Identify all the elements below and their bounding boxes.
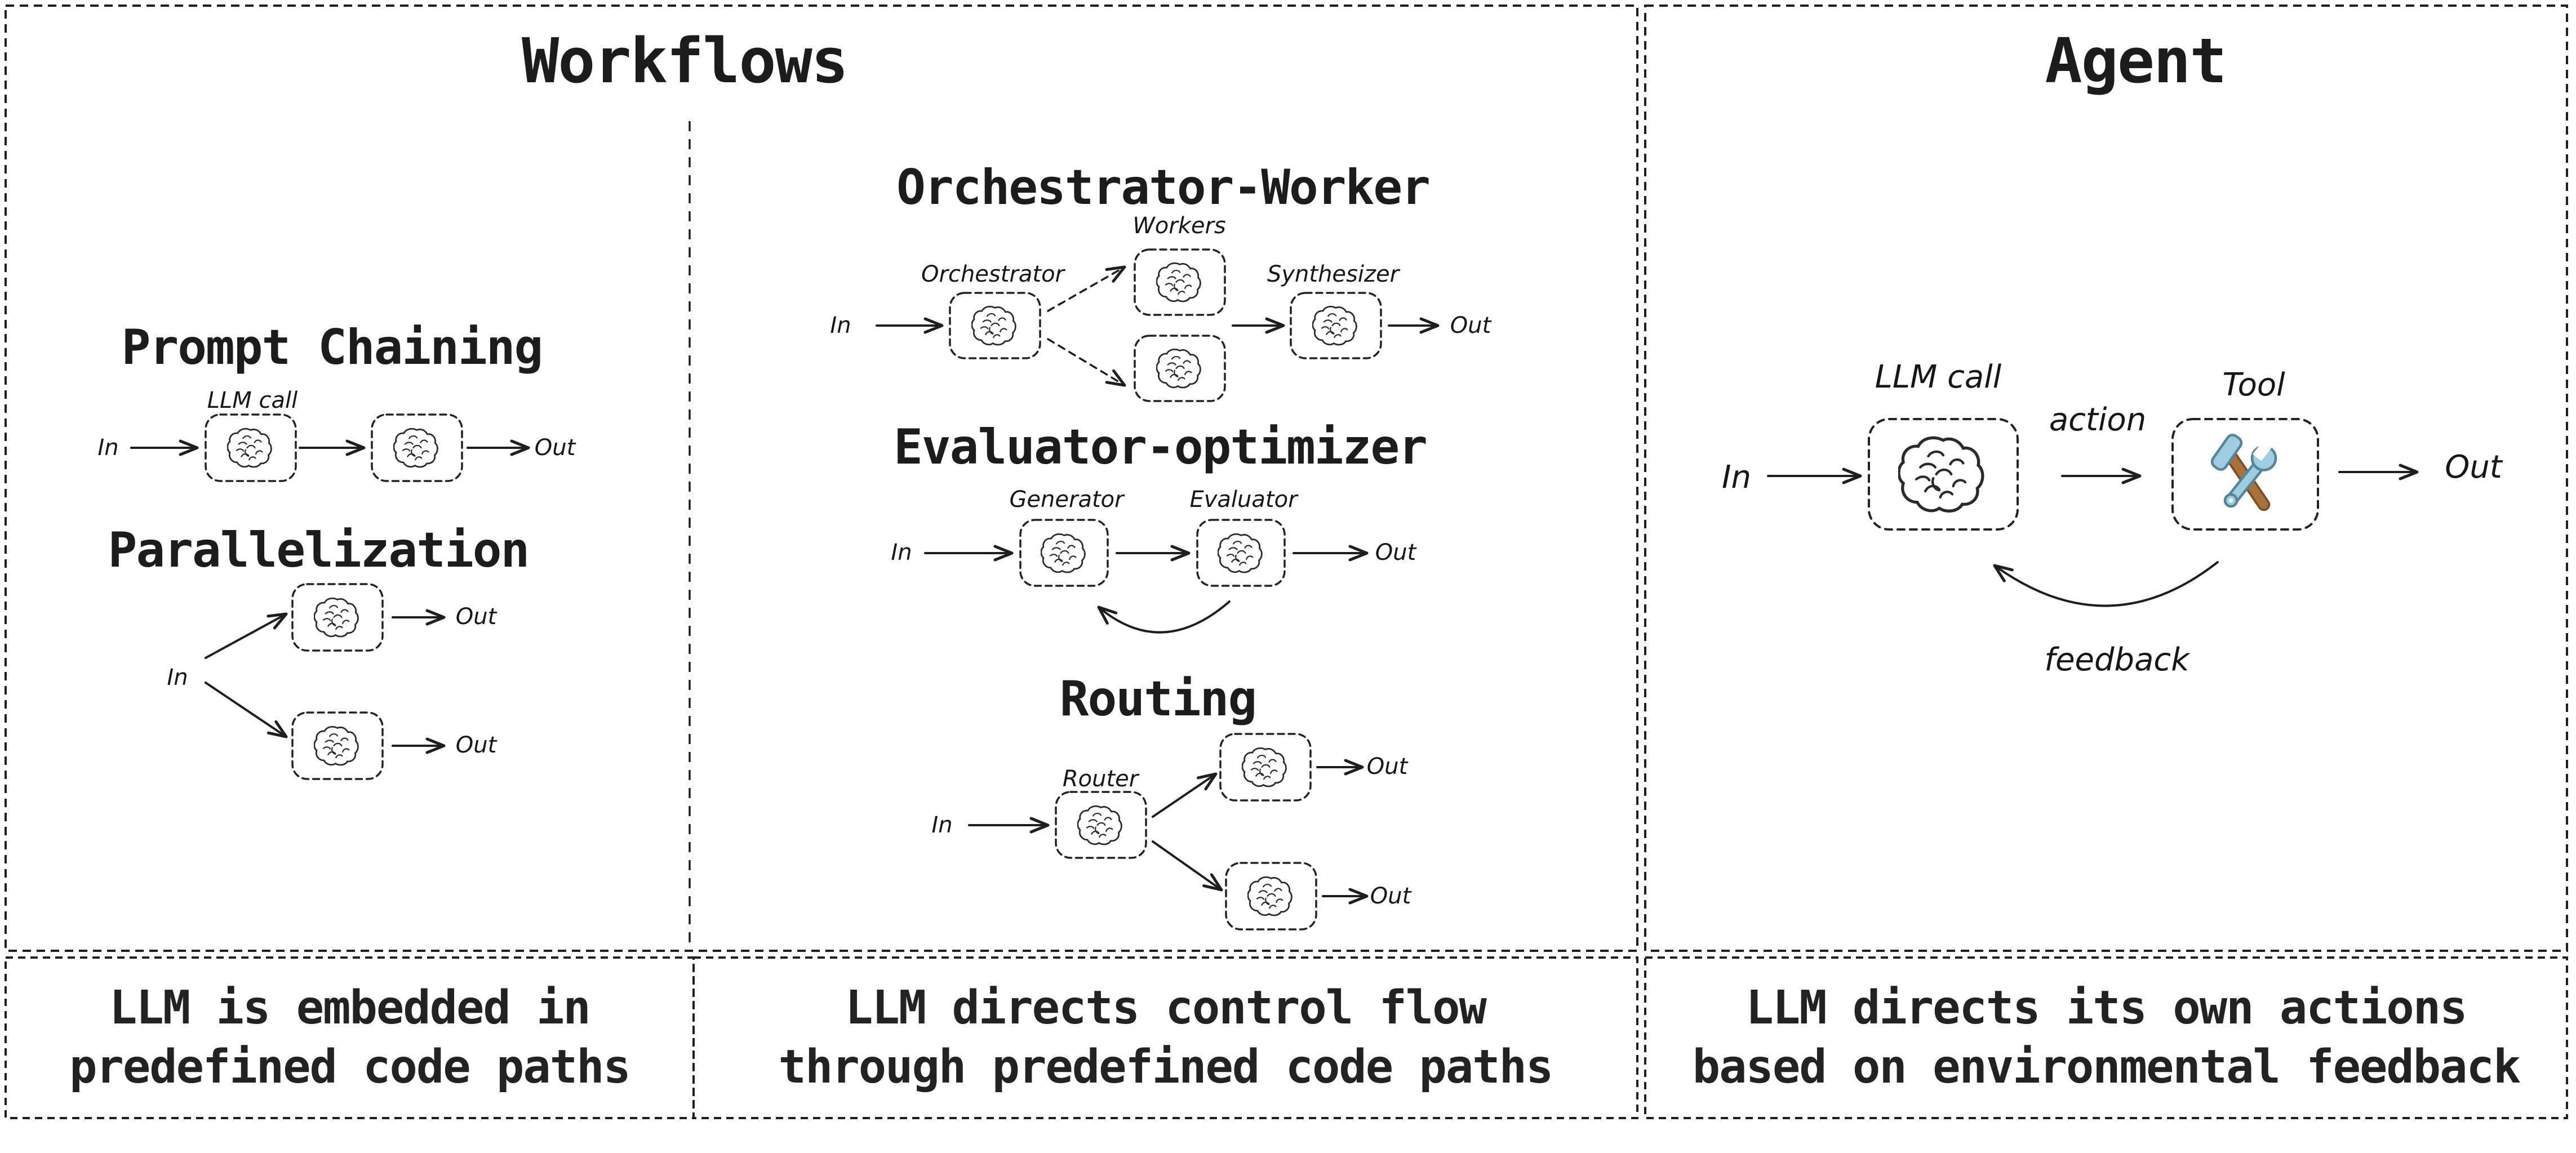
out-label: Out	[1450, 313, 1491, 339]
parallelization-heading: Parallelization	[108, 522, 530, 578]
caption-line: through predefined code paths	[778, 1040, 1554, 1094]
llm-box	[371, 413, 463, 482]
llm-box	[291, 583, 384, 652]
brain-icon	[1218, 533, 1263, 573]
arrow	[1152, 772, 1218, 818]
tool-box	[2171, 418, 2319, 531]
caption-line: LLM directs its own actions	[1746, 981, 2468, 1035]
arrow	[205, 682, 288, 738]
brain-icon	[1156, 262, 1201, 302]
workflows-panel-title: Workflows	[521, 25, 849, 97]
worker-box-top	[1134, 248, 1226, 316]
caption-box-right	[1644, 956, 2568, 1119]
prompt-chaining-diagram	[130, 413, 530, 482]
brain-icon	[227, 428, 272, 468]
brain-icon	[1041, 533, 1086, 573]
workflows-right-caption: LLM directs control flow through predefi…	[694, 958, 1637, 1118]
in-label: In	[931, 812, 953, 838]
caption-line: based on environmental feedback	[1692, 1040, 2521, 1094]
orchestrator-worker-diagram	[876, 248, 1440, 402]
llm-box	[291, 711, 384, 780]
orchestrator-worker-heading: Orchestrator-Worker	[896, 159, 1431, 216]
out-label: Out	[2445, 449, 2502, 486]
workflows-left-caption: LLM is embedded in predefined code paths	[6, 958, 694, 1118]
caption-box-left	[5, 956, 695, 1119]
evaluator-optimizer-diagram	[924, 519, 1369, 634]
agent-panel-border	[1644, 5, 2568, 952]
feedback-loop-arrow	[1993, 561, 2219, 607]
llm-call-label: LLM call	[1875, 359, 2002, 395]
llm-box-bottom	[1225, 862, 1317, 931]
agent-caption: LLM directs its own actions based on env…	[1645, 958, 2567, 1118]
in-label: In	[1721, 459, 1752, 496]
synthesizer-box	[1290, 292, 1382, 359]
orchestrator-box	[949, 292, 1041, 359]
tool-label: Tool	[2222, 367, 2285, 403]
synthesizer-label: Synthesizer	[1267, 261, 1400, 287]
in-label: In	[830, 313, 851, 339]
llm-box-top	[1219, 733, 1312, 802]
brain-icon	[314, 725, 359, 766]
out-label: Out	[534, 435, 576, 461]
caption-box-middle	[692, 956, 1638, 1119]
generator-label: Generator	[1009, 487, 1124, 513]
caption-line: LLM directs control flow	[845, 981, 1487, 1035]
prompt-chaining-heading: Prompt Chaining	[121, 319, 544, 376]
routing-heading: Routing	[1059, 671, 1257, 727]
brain-icon	[1156, 348, 1201, 389]
brain-icon	[1899, 438, 1983, 511]
hammer-wrench-icon	[2210, 433, 2276, 506]
brain-icon	[971, 305, 1016, 346]
out-label: Out	[1375, 540, 1416, 566]
generator-box	[1019, 519, 1109, 587]
brain-icon	[393, 428, 438, 468]
parallelization-diagram	[205, 583, 446, 780]
brain-icon	[1242, 747, 1287, 787]
agent-panel-title: Agent	[2045, 25, 2227, 97]
in-label: In	[891, 540, 912, 566]
llm-call-box	[1868, 418, 2019, 531]
worker-box-bottom	[1134, 335, 1226, 402]
brain-icon	[1077, 805, 1122, 845]
arrow	[1152, 840, 1223, 892]
router-box	[1055, 791, 1147, 859]
caption-line: predefined code paths	[69, 1040, 631, 1094]
orchestrator-label: Orchestrator	[921, 261, 1064, 287]
brain-icon	[1247, 876, 1293, 916]
brain-icon	[1312, 305, 1357, 346]
agent-diagram	[1767, 418, 2419, 607]
llm-call-label: LLM call	[207, 388, 298, 413]
out-label: Out	[455, 604, 497, 630]
in-label: In	[167, 665, 188, 691]
out-label: Out	[1370, 883, 1411, 909]
workers-label: Workers	[1132, 213, 1226, 239]
action-label: action	[2049, 402, 2147, 438]
evaluator-optimizer-heading: Evaluator-optimizer	[894, 419, 1428, 475]
llm-call-box	[205, 413, 297, 482]
router-label: Router	[1062, 766, 1139, 792]
workflows-panel-border	[5, 5, 1638, 952]
evaluator-box	[1196, 519, 1286, 587]
evaluator-label: Evaluator	[1189, 487, 1298, 513]
feedback-label: feedback	[2044, 642, 2189, 678]
feedback-loop-arrow	[1097, 600, 1231, 634]
out-label: Out	[455, 732, 497, 758]
brain-icon	[314, 597, 359, 638]
out-label: Out	[1366, 754, 1408, 780]
routing-diagram	[968, 733, 1369, 931]
caption-line: LLM is embedded in	[109, 981, 591, 1035]
dashed-arrow	[1047, 338, 1126, 387]
dashed-arrow	[1047, 265, 1126, 312]
arrow	[205, 612, 288, 659]
in-label: In	[97, 435, 119, 461]
